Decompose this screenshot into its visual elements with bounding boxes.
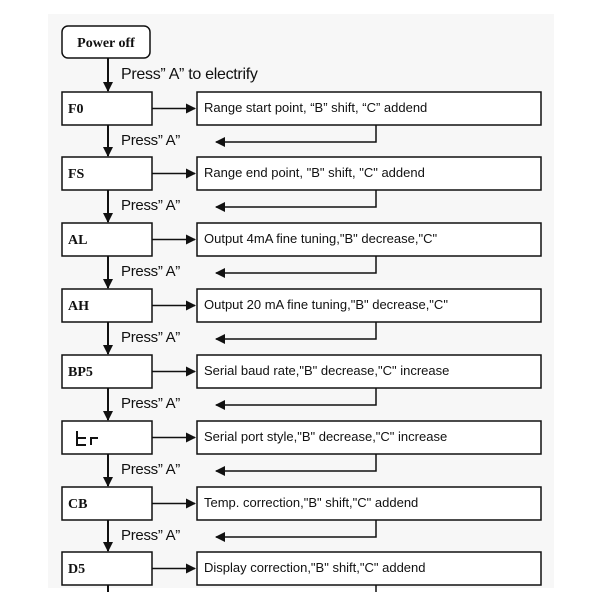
return-arrow bbox=[215, 322, 377, 344]
press-a-label: Press” A” bbox=[121, 263, 180, 280]
press-a-label: Press” A” bbox=[121, 132, 180, 149]
power-off-label: Power off bbox=[77, 36, 135, 51]
step-ah: AH Output 20 mA fine tuning,"B" decrease,… bbox=[61, 288, 542, 355]
description-box bbox=[196, 91, 542, 126]
power-off-box bbox=[61, 25, 151, 59]
description-text: Output 4mA fine tuning,"B" decrease,"C" bbox=[204, 231, 437, 246]
return-arrow bbox=[215, 256, 377, 278]
code-label: FS bbox=[68, 167, 85, 182]
steps: F0 Range start point, “B” shift, “C” adde… bbox=[61, 91, 542, 592]
step-bp5: BP5 Serial baud rate,"B" decrease,"C" inc… bbox=[61, 354, 542, 421]
electrify-label: Press” A” to electrify bbox=[121, 66, 258, 83]
step-f0: F0 Range start point, “B” shift, “C” adde… bbox=[61, 91, 542, 157]
description-box bbox=[196, 288, 542, 323]
code-label: D5 bbox=[68, 562, 85, 577]
code-box bbox=[61, 420, 153, 455]
step-cb: CB Temp. correction,"B" shift,"C" addendP… bbox=[61, 486, 542, 552]
return-arrow bbox=[215, 190, 377, 212]
description-box bbox=[196, 222, 542, 257]
code-label: F0 bbox=[68, 102, 84, 117]
description-text: Serial baud rate,"B" decrease,"C" increa… bbox=[204, 363, 449, 378]
press-a-label: Press” A” bbox=[121, 527, 180, 544]
description-text: Range end point, "B" shift, "C" addend bbox=[204, 165, 425, 180]
return-arrow bbox=[215, 520, 377, 542]
start-node: Power off bbox=[61, 25, 151, 59]
return-arrow bbox=[215, 454, 377, 476]
step-fs: FS Range end point, "B" shift, "C" addend… bbox=[61, 156, 542, 223]
description-box bbox=[196, 420, 542, 455]
code-label: CB bbox=[68, 497, 87, 512]
description-text: Range start point, “B” shift, “C” addend bbox=[204, 100, 427, 115]
description-box bbox=[196, 354, 542, 389]
description-box bbox=[196, 486, 542, 521]
return-arrow bbox=[215, 388, 377, 410]
press-a-label: Press” A” bbox=[121, 461, 180, 478]
description-text: Temp. correction,"B" shift,"C" addend bbox=[204, 495, 418, 510]
description-text: Display correction,"B" shift,"C" addend bbox=[204, 560, 426, 575]
description-box bbox=[196, 551, 542, 586]
code-label: BP5 bbox=[68, 365, 93, 380]
press-a-label: Press” A” bbox=[121, 197, 180, 214]
description-box bbox=[196, 156, 542, 191]
description-text: Output 20 mA fine tuning,"B" decrease,"C… bbox=[204, 297, 448, 312]
press-a-label: Press” A” bbox=[121, 395, 180, 412]
code-label: AL bbox=[68, 233, 87, 248]
step-d5: D5 Display correction,"B" shift,"C" adden… bbox=[61, 551, 542, 592]
step-tr: trSerial port style,"B" decrease,"C" inc… bbox=[61, 420, 542, 487]
segment-display-tr bbox=[76, 431, 98, 446]
press-a-label: Press” A” bbox=[121, 329, 180, 346]
code-box bbox=[61, 288, 153, 323]
code-label: AH bbox=[68, 299, 89, 314]
code-box bbox=[61, 156, 153, 191]
description-text: Serial port style,"B" decrease,"C" incre… bbox=[204, 429, 447, 444]
step-al: AL Output 4mA fine tuning,"B" decrease,"C… bbox=[61, 222, 542, 289]
return-arrow bbox=[215, 125, 377, 147]
